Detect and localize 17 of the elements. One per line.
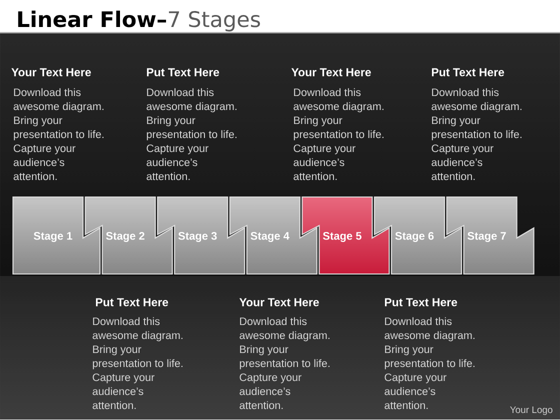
title: Linear Flow–7 Stages <box>18 10 260 32</box>
paragraph: Download this awesome diagram. Bring your presentation to life. Capture your audience’s attention. <box>294 88 384 180</box>
paragraph: Download this awesome diagram. Bring your presentation to life. Capture your audience’s attention. <box>92 317 182 410</box>
heading: Your Text Here <box>291 68 371 76</box>
heading: Your Text Here <box>11 68 91 76</box>
paragraph: Download this awesome diagram. Bring your presentation to life. Capture your audience’s attention. <box>146 88 236 180</box>
footer-text: Your Logo <box>510 406 552 415</box>
heading: Put Text Here <box>146 68 220 76</box>
paragraph: Download this awesome diagram. Bring your presentation to life. Capture your audience’s attention. <box>384 317 474 410</box>
paragraph: Download this awesome diagram. Bring your presentation to life. Capture your audience’s attention. <box>432 88 522 180</box>
heading: Put Text Here <box>384 298 458 306</box>
paragraph: Download this awesome diagram. Bring your presentation to life. Capture your audience’s attention. <box>240 317 330 410</box>
heading: Your Text Here <box>239 298 319 306</box>
stage-box: Stage 1 <box>12 196 101 275</box>
heading: Put Text Here <box>432 68 504 76</box>
paragraph: Download this awesome diagram. Bring your presentation to life. Capture your audience’s attention. <box>14 88 104 180</box>
heading: Put Text Here <box>96 298 168 306</box>
